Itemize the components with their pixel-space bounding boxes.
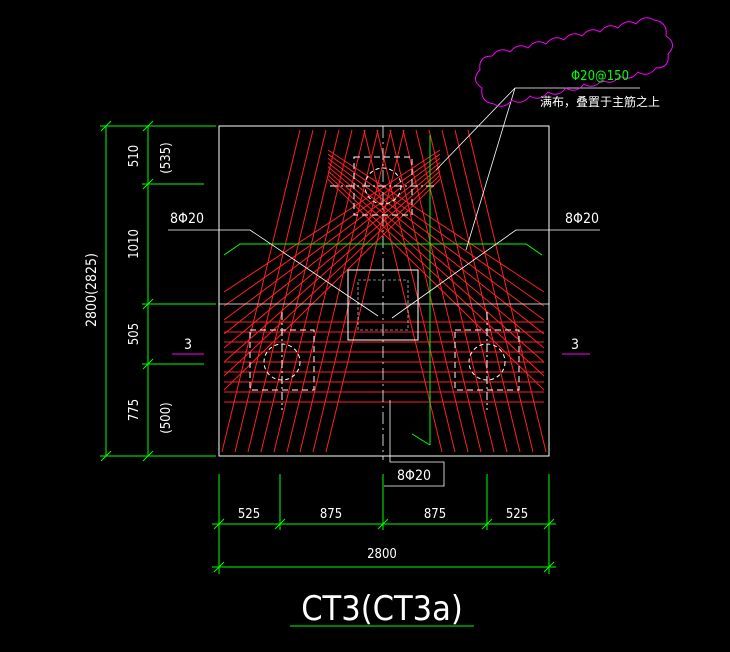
rebar-diagonal xyxy=(260,129,340,453)
rebar-diagonal xyxy=(223,174,441,377)
column-inner xyxy=(357,279,409,331)
rebar-diagonal xyxy=(415,129,495,453)
column-outline xyxy=(347,269,419,341)
hdim-segment-1: 525 xyxy=(238,507,260,522)
rebar-diagonal xyxy=(389,129,469,453)
leader-callout-a xyxy=(435,87,516,171)
rebar-diagonal xyxy=(223,157,441,321)
rebar-diagonal xyxy=(234,129,314,453)
rebar-diagonal xyxy=(327,153,545,307)
rebar-diagonal-group xyxy=(221,129,547,453)
vdim-segment-4: 775 xyxy=(127,399,142,421)
vdim-total: 2800(2825) xyxy=(84,253,100,327)
rebar-diagonal xyxy=(327,162,545,335)
rebar-diagonal xyxy=(376,129,456,453)
rebar-diagonal xyxy=(327,157,545,321)
rebar-diagonal xyxy=(247,129,327,453)
rebar-diagonal xyxy=(312,129,392,453)
leader-callout-b xyxy=(465,87,516,251)
rebar-diagonal xyxy=(273,129,353,453)
horizontal-dimension-group xyxy=(212,474,556,574)
section-cut-tick xyxy=(411,433,431,446)
rebar-diagonal xyxy=(223,166,441,349)
hdim-segment-2: 875 xyxy=(320,507,342,522)
rebar-diagonal xyxy=(325,129,405,453)
rebar-diagonal xyxy=(223,149,441,293)
rebar-diagonal xyxy=(221,129,301,453)
rebar-horizontal-group xyxy=(224,321,544,403)
rebar-diagonal xyxy=(327,170,545,363)
leader-upper-left xyxy=(168,229,379,317)
rebar-diagonal xyxy=(327,174,545,377)
rebar-label-bottom: 8Φ20 xyxy=(397,468,431,484)
rebar-diagonal xyxy=(327,149,545,293)
rebar-diagonal xyxy=(223,153,441,307)
rebar-label-upper-right: 8Φ20 xyxy=(565,211,599,227)
section-cut-line xyxy=(223,243,543,256)
section-label-left: 3 xyxy=(184,337,192,353)
vertical-dimension-group xyxy=(100,120,216,462)
rebar-diagonal xyxy=(454,129,534,453)
callout-note: 满布，叠置于主筋之上 xyxy=(540,94,660,109)
drawing-title: CT3(CT3a) xyxy=(301,589,463,629)
rebar-diagonal xyxy=(223,162,441,335)
vdim-alternate-top: (535) xyxy=(159,142,174,173)
leader-bottom xyxy=(384,400,445,487)
pile-cap-outline xyxy=(218,125,550,457)
callout-spec: Φ20@150 xyxy=(571,69,629,84)
rebar-diagonal xyxy=(327,166,545,349)
rebar-diagonal xyxy=(223,170,441,363)
hdim-segment-4: 525 xyxy=(506,507,528,522)
vdim-segment-1: 510 xyxy=(127,145,142,167)
rebar-label-upper-left: 8Φ20 xyxy=(170,211,204,227)
section-label-right: 3 xyxy=(571,337,579,353)
vdim-alternate-bottom: (500) xyxy=(159,402,174,433)
leader-upper-right xyxy=(391,229,600,319)
hdim-segment-3: 875 xyxy=(424,507,446,522)
rebar-diagonal xyxy=(467,129,547,453)
vdim-segment-2: 1010 xyxy=(127,229,142,259)
rebar-diagonal xyxy=(363,129,443,453)
rebar-diagonal xyxy=(441,129,521,453)
callout-cloud xyxy=(475,17,673,107)
rebar-diagonal xyxy=(428,129,508,453)
hdim-total: 2800 xyxy=(367,547,397,562)
vdim-segment-3: 505 xyxy=(127,323,142,345)
